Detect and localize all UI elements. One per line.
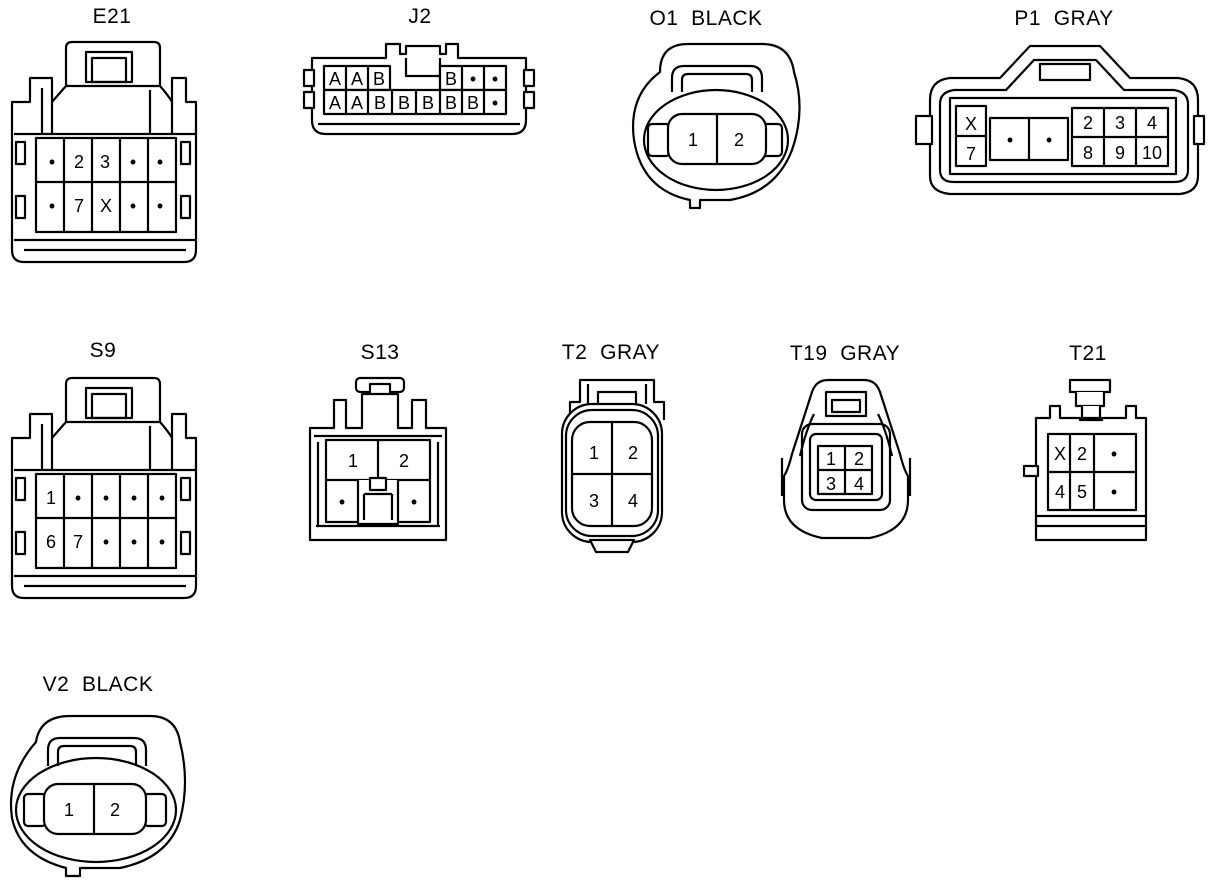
e21-pin-6: • (49, 196, 55, 216)
j2-pin-a3: A (329, 93, 341, 113)
p1-pin-x: X (965, 114, 977, 134)
j2-pin-b1: B (373, 69, 385, 89)
p1-pin-dot1: • (1007, 130, 1013, 150)
connector-j2-pins: A A B B • • A A B B B B B • • (329, 69, 498, 113)
s9-pin-6: 6 (46, 532, 56, 552)
p1-pin-9: 9 (1115, 143, 1125, 163)
e21-pin-10: • (157, 196, 163, 216)
j2-pin-dot1: • (470, 69, 476, 89)
e21-pin-8: X (100, 196, 112, 216)
connector-s9: 1 • • • • 6 7 • • • (12, 378, 196, 598)
j2-pin-b7: B (467, 93, 479, 113)
connector-s13-label: S13 (360, 341, 400, 364)
connector-t21-pins: X 2 • 4 5 • (1054, 444, 1117, 502)
s9-pin-7: 7 (73, 532, 83, 552)
t21-pin-5: 5 (1077, 482, 1087, 502)
connector-p1-pins: X 7 • • 2 3 4 8 9 10 (965, 113, 1162, 164)
j2-pin-b5: B (422, 93, 434, 113)
o1-pin-1: 1 (688, 130, 698, 150)
p1-pin-8: 8 (1083, 143, 1093, 163)
connector-j2: A A B B • • A A B B B B B • • (304, 44, 534, 134)
e21-pin-5: • (157, 152, 163, 172)
j2-pin-a2: A (351, 69, 363, 89)
connector-t2: 1 2 3 4 (562, 380, 664, 552)
s9-pin-2: • (75, 488, 81, 508)
s13-pin-3: • (339, 492, 345, 512)
t2-pin-2: 2 (628, 443, 638, 463)
connector-t19-label: T19 GRAY (789, 342, 901, 365)
e21-pin-3: 3 (100, 152, 110, 172)
j2-pin-b3: B (374, 93, 386, 113)
j2-pin-a1: A (329, 69, 341, 89)
s13-pin-2: 2 (399, 451, 409, 471)
s9-pin-1: 1 (46, 488, 56, 508)
v2-pin-1: 1 (64, 800, 74, 820)
connector-t2-label: T2 GRAY (561, 341, 661, 364)
connector-v2-label: V2 BLACK (42, 673, 154, 696)
p1-pin-2: 2 (1083, 113, 1093, 133)
p1-pin-4: 4 (1147, 113, 1157, 133)
connector-t19-pins: 1 2 3 4 (826, 449, 864, 494)
s9-pin-8: • (103, 532, 109, 552)
p1-pin-7: 7 (966, 144, 976, 164)
connector-j2-label: J2 (408, 5, 432, 28)
j2-pin-dot2: • (492, 69, 498, 89)
connector-e21-pins: • 2 3 • • • 7 X • • (49, 152, 163, 216)
connector-t21: X 2 • 4 5 • (1024, 380, 1146, 540)
t19-pin-2: 2 (854, 449, 864, 469)
t19-pin-3: 3 (826, 474, 836, 494)
connector-t19: 1 2 3 4 (782, 380, 910, 538)
e21-pin-4: • (130, 152, 136, 172)
connector-o1: 1 2 (633, 44, 799, 208)
p1-pin-10: 10 (1142, 143, 1162, 163)
connector-o1-pins: 1 2 (688, 130, 744, 150)
s9-pin-3: • (103, 488, 109, 508)
e21-pin-7: 7 (74, 196, 84, 216)
connector-t21-label: T21 (1069, 342, 1107, 365)
connector-v2-pins: 1 2 (64, 800, 120, 820)
s9-pin-4: • (131, 488, 137, 508)
connector-p1-label: P1 GRAY (1014, 7, 1114, 30)
connector-s13: 1 2 • • (310, 378, 446, 540)
j2-pin-a4: A (351, 93, 363, 113)
o1-pin-2: 2 (734, 130, 744, 150)
connector-o1-label: O1 BLACK (649, 7, 763, 30)
t21-pin-3: • (1111, 444, 1117, 464)
e21-pin-9: • (130, 196, 136, 216)
t2-pin-4: 4 (628, 491, 638, 511)
j2-pin-b2: B (445, 69, 457, 89)
connector-e21-label: E21 (92, 5, 132, 28)
connector-v2: 1 2 (11, 716, 185, 876)
t21-pin-2: 2 (1077, 444, 1087, 464)
t21-pin-4: 4 (1055, 482, 1065, 502)
s13-pin-4: • (411, 492, 417, 512)
t21-pin-6: • (1111, 482, 1117, 502)
t19-pin-4: 4 (854, 474, 864, 494)
t21-pin-x: X (1054, 444, 1066, 464)
connector-e21: • 2 3 • • • 7 X • • (12, 42, 196, 262)
t19-pin-1: 1 (826, 449, 836, 469)
s9-pin-9: • (131, 532, 137, 552)
connector-s13-pins: 1 2 • • (339, 451, 417, 512)
j2-pin-b6: B (445, 93, 457, 113)
t2-pin-1: 1 (589, 443, 599, 463)
connector-s9-pins: 1 • • • • 6 7 • • • (46, 488, 165, 552)
connector-t2-pins: 1 2 3 4 (589, 443, 638, 511)
s13-pin-1: 1 (348, 451, 358, 471)
connector-s9-label: S9 (89, 339, 117, 362)
connector-p1: X 7 • • 2 3 4 8 9 10 (916, 46, 1204, 194)
s9-pin-10: • (159, 532, 165, 552)
s9-pin-5: • (159, 488, 165, 508)
j2-pin-b4: B (398, 93, 410, 113)
j2-pin-dot4: • (492, 93, 498, 113)
e21-pin-1: • (49, 152, 55, 172)
p1-pin-3: 3 (1115, 113, 1125, 133)
e21-pin-2: 2 (74, 152, 84, 172)
t2-pin-3: 3 (589, 491, 599, 511)
v2-pin-2: 2 (110, 800, 120, 820)
p1-pin-dot2: • (1046, 130, 1052, 150)
